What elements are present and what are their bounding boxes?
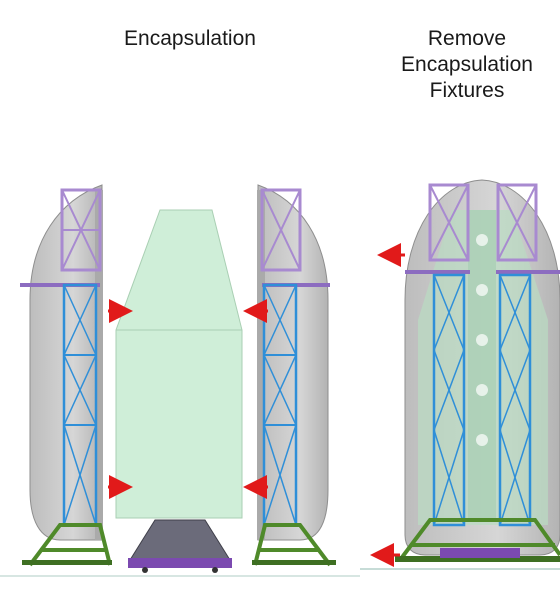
support-tower-left-b <box>252 188 336 567</box>
payload-fairing-green <box>115 209 243 519</box>
title-encapsulation: Encapsulation <box>124 27 256 50</box>
support-tower-left-a <box>20 188 112 567</box>
ground-line <box>0 575 360 577</box>
title-remove-fixtures: Remove Encapsulation Fixtures <box>372 26 560 104</box>
green-base-frame-right <box>360 518 560 570</box>
title-line-1: Remove <box>427 27 507 50</box>
support-tower-right-a <box>405 183 470 527</box>
title-line-2: Encapsulation <box>401 53 533 76</box>
payload-adapter <box>128 519 232 573</box>
support-tower-right-b <box>496 183 560 527</box>
title-line-3: Fixtures <box>429 79 505 102</box>
